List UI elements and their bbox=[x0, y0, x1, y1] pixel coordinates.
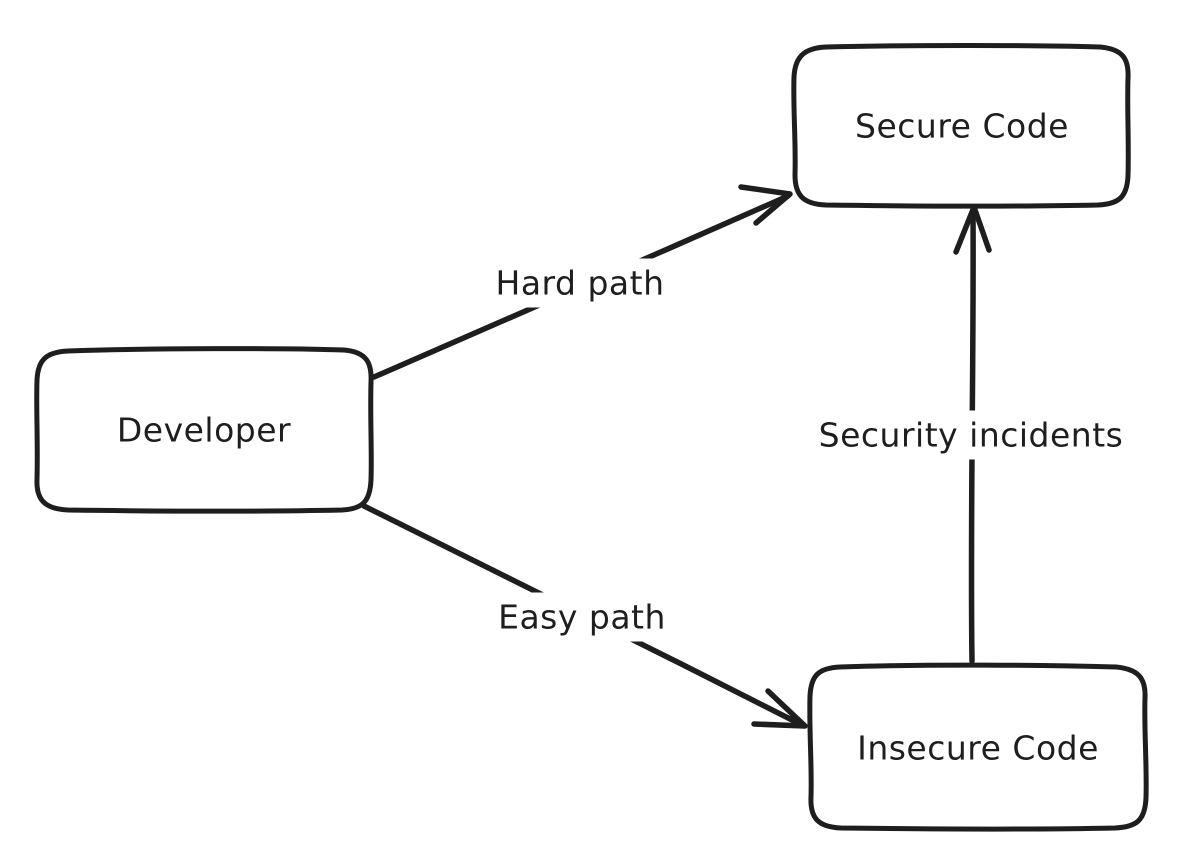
secure-code-node-label: Secure Code bbox=[855, 106, 1069, 146]
easy-path-arrowhead bbox=[751, 688, 808, 729]
hard-path-edge-label: Hard path bbox=[483, 258, 677, 308]
easy-path-edge-label: Easy path bbox=[486, 592, 678, 642]
security-incidents-edge-label: Security incidents bbox=[806, 410, 1136, 460]
developer-node-box bbox=[34, 346, 374, 514]
insecure-code-node-box bbox=[807, 662, 1149, 832]
insecure-code-node-label: Insecure Code bbox=[857, 728, 1099, 768]
secure-code-node-box bbox=[791, 43, 1131, 209]
security-incidents-arrowhead bbox=[953, 204, 992, 255]
developer-node-label: Developer bbox=[116, 410, 292, 450]
hard-path-arrowhead bbox=[738, 184, 793, 226]
